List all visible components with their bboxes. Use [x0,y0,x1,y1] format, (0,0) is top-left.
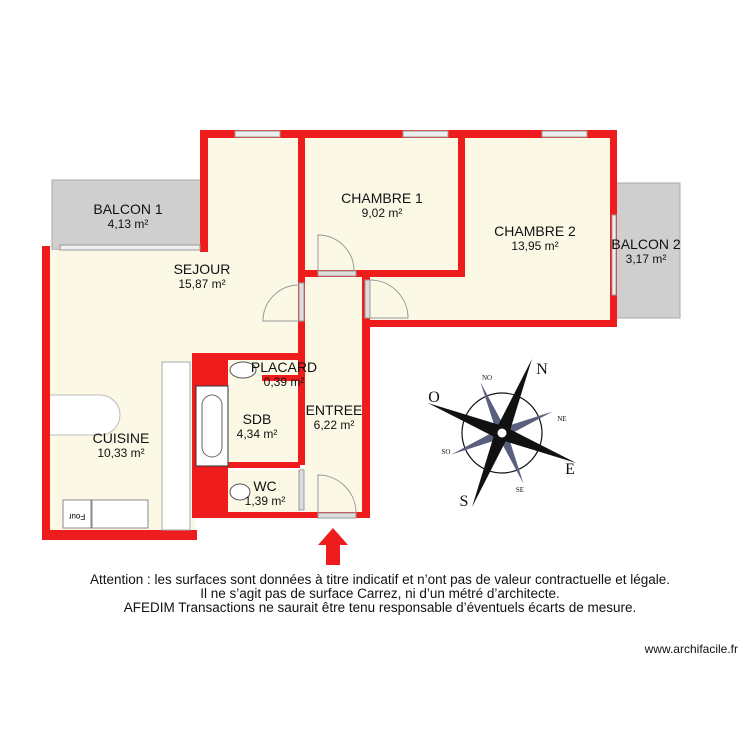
room-name: SEJOUR [174,261,231,277]
room-name: BALCON 2 [611,236,680,252]
washbasin-icon [229,361,257,379]
room-area: 1,39 m² [245,494,286,508]
room-name: ENTREE [306,402,363,418]
oven-label: Four [68,512,85,521]
compass-so: SO [442,448,451,456]
room-area: 4,34 m² [237,427,278,441]
room-area: 13,95 m² [511,239,558,253]
disclaimer-line-3: AFEDIM Transactions ne saurait être tenu… [123,600,637,615]
compass-no: NO [482,374,492,382]
balcon-2-area [614,182,681,319]
room-area: 6,22 m² [314,418,355,432]
chambre-1-floor [305,138,458,270]
windows [59,130,617,296]
compass-south: S [460,493,469,510]
room-area: 9,02 m² [362,206,403,220]
room-name: BALCON 1 [93,201,162,217]
entry-arrow-icon [318,528,348,565]
compass-north: N [536,361,548,378]
kitchen-counter [161,361,191,531]
room-area: 0,39 m² [264,375,305,389]
compass-east: E [565,461,575,478]
toilet-icon [229,483,251,501]
room-area: 15,87 m² [178,277,225,291]
room-name: CUISINE [93,430,150,446]
disclaimer-line-2: Il ne s’agit pas de surface Carrez, ni d… [200,586,560,601]
website-link[interactable]: www.archifacile.fr [644,642,738,656]
compass-se: SE [516,486,524,494]
room-name: CHAMBRE 2 [494,223,576,239]
balcon-1-area [51,179,203,251]
room-name: CHAMBRE 1 [341,190,423,206]
entree-floor [305,277,362,512]
room-area: 10,33 m² [97,446,144,460]
chambre-2-floor [370,138,610,320]
compass-west: O [428,389,440,406]
compass-rose-icon [427,358,577,508]
room-name: SDB [243,411,272,427]
doors [50,234,409,531]
sejour-cuisine-floor [50,138,300,530]
bathtub-icon [195,385,229,467]
compass-ne: NE [557,415,566,423]
room-name: PLACARD [251,359,317,375]
oven-icon [62,499,92,529]
disclaimer-line-1: Attention : les surfaces sont données à … [89,572,671,587]
sink-icon [91,499,149,529]
room-area: 4,13 m² [108,217,149,231]
room-area: 3,17 m² [626,252,667,266]
room-name: WC [253,478,276,494]
